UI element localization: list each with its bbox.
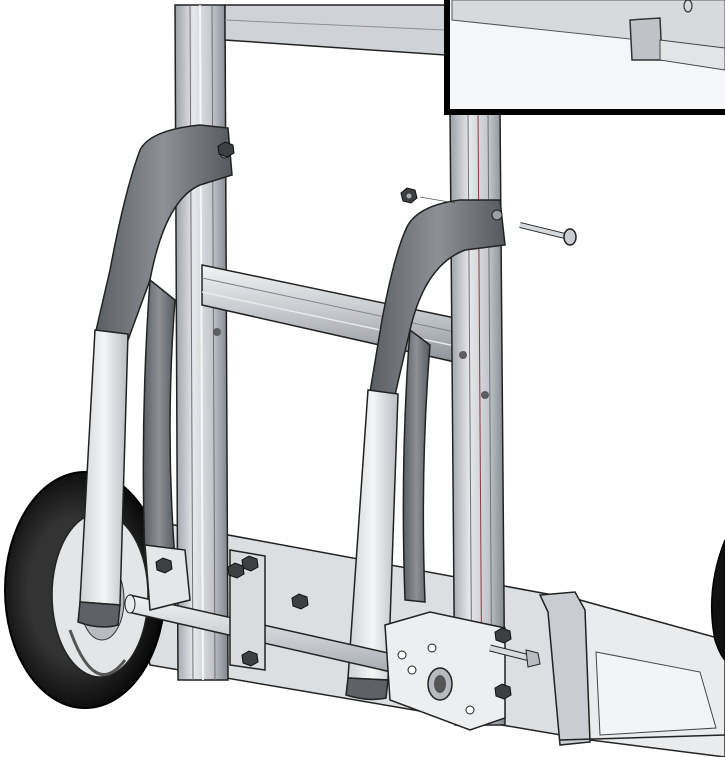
wheel-right-partial bbox=[710, 539, 725, 662]
stair-climber-arm-left bbox=[77, 124, 233, 628]
top-cross-bar bbox=[224, 4, 446, 56]
lock-nut-exploded bbox=[400, 187, 456, 204]
bolt-exploded bbox=[519, 222, 577, 246]
lock-nut-cluster bbox=[155, 141, 512, 700]
mounting-bracket-left bbox=[144, 544, 266, 671]
bolt-lower-right bbox=[489, 644, 541, 668]
mounting-bracket-right bbox=[384, 611, 506, 731]
detail-inset bbox=[444, 0, 725, 115]
stair-climber-arm-right bbox=[345, 199, 506, 701]
